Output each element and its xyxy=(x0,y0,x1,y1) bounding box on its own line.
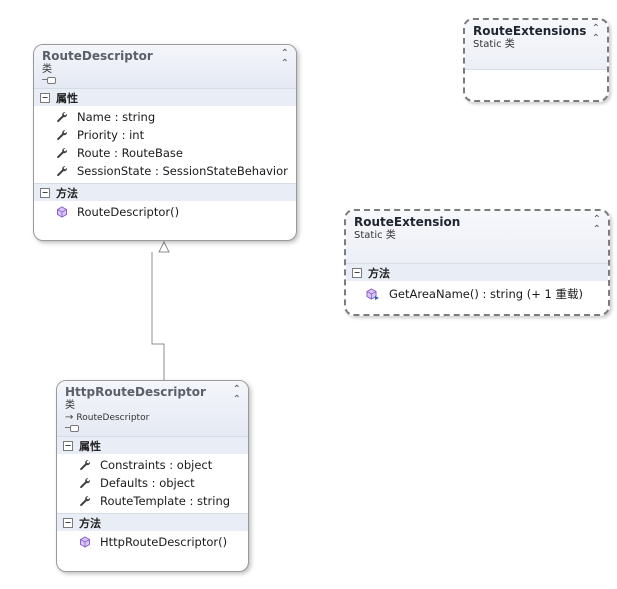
lollipop-icon xyxy=(42,76,56,84)
section-title: 属性 xyxy=(79,439,101,453)
class-name: RouteExtension xyxy=(354,215,461,229)
property-label: Name : string xyxy=(77,110,156,124)
collapse-minus-icon[interactable]: − xyxy=(40,92,50,103)
wrench-icon xyxy=(57,130,68,141)
inheritance-line xyxy=(151,252,165,380)
property-label: SessionState : SessionStateBehavior xyxy=(77,164,288,178)
class-name: RouteDescriptor xyxy=(42,49,153,63)
class-route-extension[interactable]: RouteExtension Static 类 ⌃⌃ − 方法 GetAreaN… xyxy=(344,209,610,316)
empty-body xyxy=(465,69,607,70)
collapse-minus-icon[interactable]: − xyxy=(63,440,73,451)
collapse-minus-icon[interactable]: − xyxy=(63,517,73,528)
section-properties[interactable]: − 属性 xyxy=(57,436,248,454)
section-properties[interactable]: − 属性 xyxy=(34,88,296,106)
class-stereotype: 类 xyxy=(42,64,52,75)
method-list: RouteDescriptor() xyxy=(34,201,296,223)
property-row[interactable]: Route : RouteBase xyxy=(34,144,296,162)
section-title: 方法 xyxy=(79,516,101,530)
class-name: RouteExtensions xyxy=(473,24,587,38)
property-row[interactable]: Name : string xyxy=(34,108,296,126)
class-route-extensions[interactable]: RouteExtensions Static 类 ⌃⌃ xyxy=(463,18,609,102)
method-label: RouteDescriptor() xyxy=(77,205,180,219)
inheritance-arrowhead xyxy=(158,240,170,253)
method-label: GetAreaName() : string (+ 1 重载) xyxy=(389,287,583,301)
method-row[interactable]: HttpRouteDescriptor() xyxy=(57,533,248,551)
method-list: HttpRouteDescriptor() xyxy=(57,531,248,553)
property-label: Priority : int xyxy=(77,128,145,142)
property-row[interactable]: Priority : int xyxy=(34,126,296,144)
property-label: RouteTemplate : string xyxy=(100,494,231,508)
inherits-arrow-icon: → xyxy=(65,412,74,423)
wrench-icon xyxy=(57,112,68,123)
property-label: Constraints : object xyxy=(100,458,213,472)
cube-icon xyxy=(80,536,90,548)
class-http-route-descriptor[interactable]: HttpRouteDescriptor 类 → RouteDescriptor … xyxy=(56,380,249,572)
section-title: 属性 xyxy=(56,91,78,105)
wrench-icon xyxy=(57,166,68,177)
method-row[interactable]: GetAreaName() : string (+ 1 重载) xyxy=(346,285,608,303)
class-name: HttpRouteDescriptor xyxy=(65,385,206,399)
method-list: GetAreaName() : string (+ 1 重载) xyxy=(346,281,608,307)
wrench-icon xyxy=(80,478,91,489)
property-row[interactable]: RouteTemplate : string xyxy=(57,492,248,510)
section-title: 方法 xyxy=(56,186,78,200)
property-list: Name : string Priority : int Route : Rou… xyxy=(34,106,296,183)
collapse-minus-icon[interactable]: − xyxy=(352,267,362,278)
interface-lollipop xyxy=(42,76,288,84)
method-label: HttpRouteDescriptor() xyxy=(100,535,228,549)
wrench-icon xyxy=(80,496,91,507)
base-class: → RouteDescriptor xyxy=(65,412,240,424)
property-row[interactable]: SessionState : SessionStateBehavior xyxy=(34,162,296,180)
class-stereotype: Static 类 xyxy=(354,230,396,241)
property-row[interactable]: Defaults : object xyxy=(57,474,248,492)
section-methods[interactable]: − 方法 xyxy=(57,513,248,531)
method-row[interactable]: RouteDescriptor() xyxy=(34,203,296,221)
class-route-descriptor[interactable]: RouteDescriptor 类 ⌃⌃ − 属性 Name : string … xyxy=(33,44,297,241)
wrench-icon xyxy=(57,148,68,159)
collapse-minus-icon[interactable]: − xyxy=(40,187,50,198)
property-label: Defaults : object xyxy=(100,476,195,490)
class-stereotype: Static 类 xyxy=(473,39,515,50)
class-header: RouteExtensions Static 类 ⌃⌃ xyxy=(465,20,607,69)
class-header: RouteDescriptor 类 ⌃⌃ xyxy=(34,45,296,88)
class-header: HttpRouteDescriptor 类 → RouteDescriptor … xyxy=(57,381,248,436)
double-chevron-up-icon[interactable]: ⌃⌃ xyxy=(232,384,241,405)
class-stereotype: 类 xyxy=(65,400,75,411)
section-title: 方法 xyxy=(368,266,390,280)
property-list: Constraints : object Defaults : object R… xyxy=(57,454,248,513)
wrench-icon xyxy=(80,460,91,471)
interface-lollipop xyxy=(65,424,240,432)
property-row[interactable]: Constraints : object xyxy=(57,456,248,474)
section-methods[interactable]: − 方法 xyxy=(34,183,296,201)
cube-overload-icon xyxy=(366,288,379,300)
double-chevron-up-icon[interactable]: ⌃⌃ xyxy=(280,48,289,69)
property-label: Route : RouteBase xyxy=(77,146,183,160)
double-chevron-up-icon[interactable]: ⌃⌃ xyxy=(591,23,600,44)
cube-icon xyxy=(57,206,67,218)
lollipop-icon xyxy=(65,424,79,432)
base-class-name: RouteDescriptor xyxy=(76,413,150,423)
section-methods[interactable]: − 方法 xyxy=(346,263,608,281)
class-header: RouteExtension Static 类 ⌃⌃ xyxy=(346,211,608,263)
double-chevron-up-icon[interactable]: ⌃⌃ xyxy=(592,214,601,235)
